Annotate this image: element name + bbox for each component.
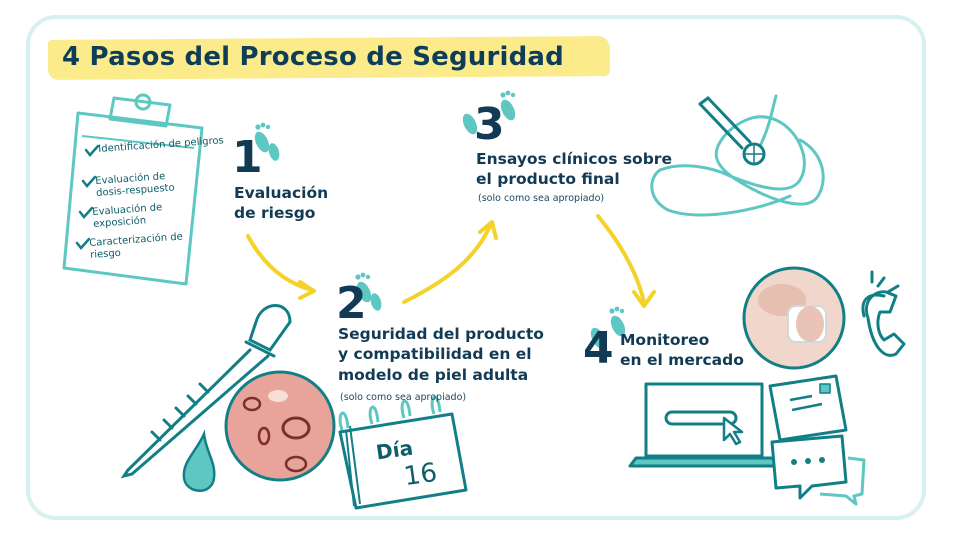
chat-bubble-icon (770, 434, 866, 506)
step-4-title: Monitoreo en el mercado (620, 330, 744, 371)
step-1-title-line-1: Evaluación (234, 184, 329, 202)
skin-probe-icon (698, 96, 766, 166)
baby-foot-icon (650, 94, 825, 217)
step-3-title: Ensayos clínicos sobre el producto final (476, 149, 672, 190)
water-drop-icon (182, 429, 216, 492)
step-2-title-line-3: modelo de piel adulta (338, 365, 529, 384)
clipboard-checkmarks (75, 144, 100, 250)
pipette-icon (120, 304, 292, 479)
step-1-number: 1 (232, 132, 263, 183)
step-2-title: Seguridad del producto y compatibilidad … (338, 324, 544, 385)
skin-sample-photo (224, 370, 336, 482)
step-3-title-line-2: el producto final (476, 170, 620, 189)
footprint-icon (254, 90, 626, 349)
laptop-icon (628, 382, 780, 468)
step-1-title-line-2: de riesgo (234, 204, 316, 223)
calendar-icon (338, 395, 468, 510)
calendar-day-label: Día (374, 435, 415, 465)
telephone-icon (861, 270, 906, 357)
step-3-title-line-1: Ensayos clínicos sobre (476, 150, 672, 168)
page-title: 4 Pasos del Proceso de Seguridad (62, 42, 564, 72)
step-3-number: 3 (474, 99, 505, 150)
step-2-number: 2 (336, 278, 367, 329)
step-3-note: (solo como sea apropiado) (478, 193, 605, 204)
clipboard-icon (62, 93, 204, 286)
step-2-title-line-2: y compatibilidad en el (338, 345, 532, 364)
step-2-title-line-1: Seguridad del producto (338, 325, 544, 343)
step-4-number: 4 (583, 323, 614, 374)
calendar-day-number: 16 (402, 457, 440, 493)
step-4-title-line-2: en el mercado (620, 351, 744, 370)
step-1-title: Evaluación de riesgo (234, 183, 328, 224)
cursor-icon (722, 416, 744, 446)
step-4-title-line-1: Monitoreo (620, 331, 710, 349)
flow-arrows (246, 214, 656, 308)
step-2-note: (solo como sea apropiado) (340, 392, 467, 403)
envelope-icon (768, 374, 848, 442)
diaper-baby-photo (742, 266, 846, 370)
